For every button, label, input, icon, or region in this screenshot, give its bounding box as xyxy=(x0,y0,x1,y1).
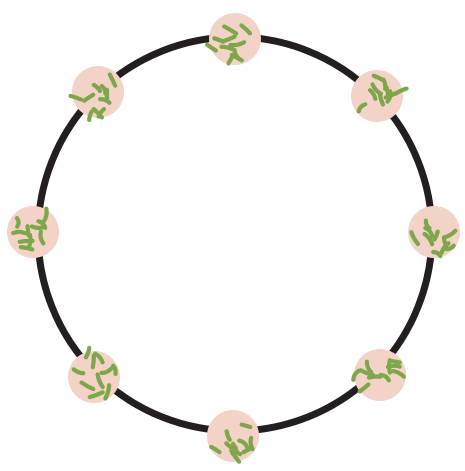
bacterium xyxy=(390,361,400,363)
bacterium xyxy=(32,226,45,228)
colony-top xyxy=(207,13,261,65)
bacterium xyxy=(242,425,251,427)
bacterium xyxy=(13,232,25,233)
bacterium xyxy=(113,365,116,373)
bacterium xyxy=(93,356,94,368)
colony-group xyxy=(7,13,460,462)
bacterium xyxy=(17,218,19,227)
bacterium xyxy=(443,237,446,245)
bacterium xyxy=(89,111,92,120)
colony-lower-right xyxy=(352,349,406,401)
colony-lower-left xyxy=(68,348,120,403)
colony-right xyxy=(408,206,460,258)
bacterium xyxy=(369,376,380,377)
bacterium xyxy=(29,235,31,246)
colony-bottom xyxy=(207,410,259,462)
bacterium xyxy=(388,366,400,367)
bacterium xyxy=(383,79,386,89)
bacterium xyxy=(21,247,33,250)
colony-left xyxy=(7,206,59,258)
colony-upper-right xyxy=(351,70,407,122)
